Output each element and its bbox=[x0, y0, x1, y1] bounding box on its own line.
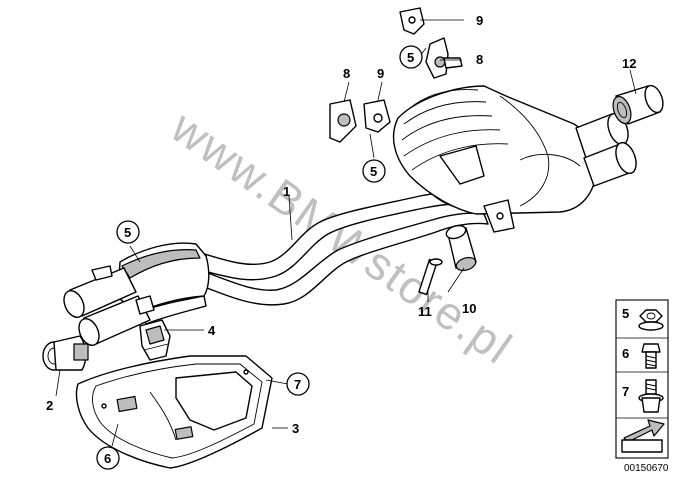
callout-3[interactable]: 3 bbox=[292, 421, 299, 436]
flange-bolt-icon bbox=[638, 379, 664, 413]
callout-8-left[interactable]: 8 bbox=[343, 66, 350, 81]
callout-label: 7 bbox=[294, 377, 301, 392]
pipe-clamp-part-2[interactable] bbox=[42, 335, 89, 371]
callout-11[interactable]: 11 bbox=[418, 304, 432, 319]
callout-7[interactable]: 7 bbox=[286, 372, 310, 396]
rear-silencer[interactable] bbox=[392, 85, 598, 233]
rubber-bush-part-10[interactable] bbox=[445, 223, 478, 273]
callout-12[interactable]: 12 bbox=[622, 56, 636, 71]
rubber-mount-part-4[interactable] bbox=[139, 319, 171, 361]
legend-item-7[interactable]: 7 bbox=[622, 379, 664, 413]
legend-item-6[interactable]: 6 bbox=[622, 343, 661, 369]
drawing-id: 00150670 bbox=[624, 463, 669, 474]
callout-5-front[interactable]: 5 bbox=[116, 220, 140, 244]
callout-1[interactable]: 1 bbox=[283, 184, 290, 199]
flange-nut-icon bbox=[638, 309, 664, 331]
tail-pipes[interactable] bbox=[575, 111, 640, 187]
callout-label: 5 bbox=[370, 164, 377, 179]
callout-5-upper[interactable]: 5 bbox=[399, 45, 423, 69]
callout-label: 11 bbox=[418, 304, 432, 319]
callout-2[interactable]: 2 bbox=[46, 398, 53, 413]
callout-label: 9 bbox=[476, 13, 483, 28]
bolt-part-11[interactable] bbox=[418, 258, 443, 296]
legend-item-5[interactable]: 5 bbox=[622, 306, 664, 331]
callout-label: 8 bbox=[343, 66, 350, 81]
callout-label: 5 bbox=[124, 225, 131, 240]
bracket-part-9-upper[interactable] bbox=[399, 7, 425, 35]
callout-label: 4 bbox=[208, 323, 216, 338]
callout-6[interactable]: 6 bbox=[96, 446, 120, 470]
rubber-hanger-part-8-left[interactable] bbox=[329, 99, 357, 143]
callout-label: 5 bbox=[407, 50, 414, 65]
legend-number: 7 bbox=[622, 384, 629, 399]
callout-8-upper[interactable]: 8 bbox=[476, 52, 483, 67]
callout-10[interactable]: 10 bbox=[462, 301, 476, 316]
callout-4[interactable]: 4 bbox=[208, 323, 216, 338]
callout-label: 6 bbox=[104, 451, 111, 466]
callout-label: 8 bbox=[476, 52, 483, 67]
callout-label: 1 bbox=[283, 184, 290, 199]
tailpipe-tip-part-12[interactable] bbox=[610, 83, 667, 126]
heat-shield-part-3[interactable] bbox=[75, 355, 273, 469]
legend-number: 6 bbox=[622, 346, 629, 361]
callout-label: 2 bbox=[46, 398, 53, 413]
leader-lines bbox=[55, 19, 637, 447]
direction-arrow-icon bbox=[621, 419, 665, 453]
callout-label: 3 bbox=[292, 421, 299, 436]
callout-5-middle[interactable]: 5 bbox=[362, 159, 386, 183]
callout-9-upper[interactable]: 9 bbox=[476, 13, 483, 28]
callout-label: 12 bbox=[622, 56, 636, 71]
fastener-legend: 5 6 7 bbox=[615, 299, 669, 459]
front-pipe-assembly[interactable] bbox=[60, 242, 210, 348]
bracket-part-9-left[interactable] bbox=[363, 99, 391, 133]
callout-9-left[interactable]: 9 bbox=[377, 66, 384, 81]
hex-bolt-icon bbox=[641, 343, 661, 369]
callout-label: 10 bbox=[462, 301, 476, 316]
legend-number: 5 bbox=[622, 306, 629, 321]
rubber-hanger-part-8-upper[interactable] bbox=[425, 37, 463, 79]
callout-label: 9 bbox=[377, 66, 384, 81]
